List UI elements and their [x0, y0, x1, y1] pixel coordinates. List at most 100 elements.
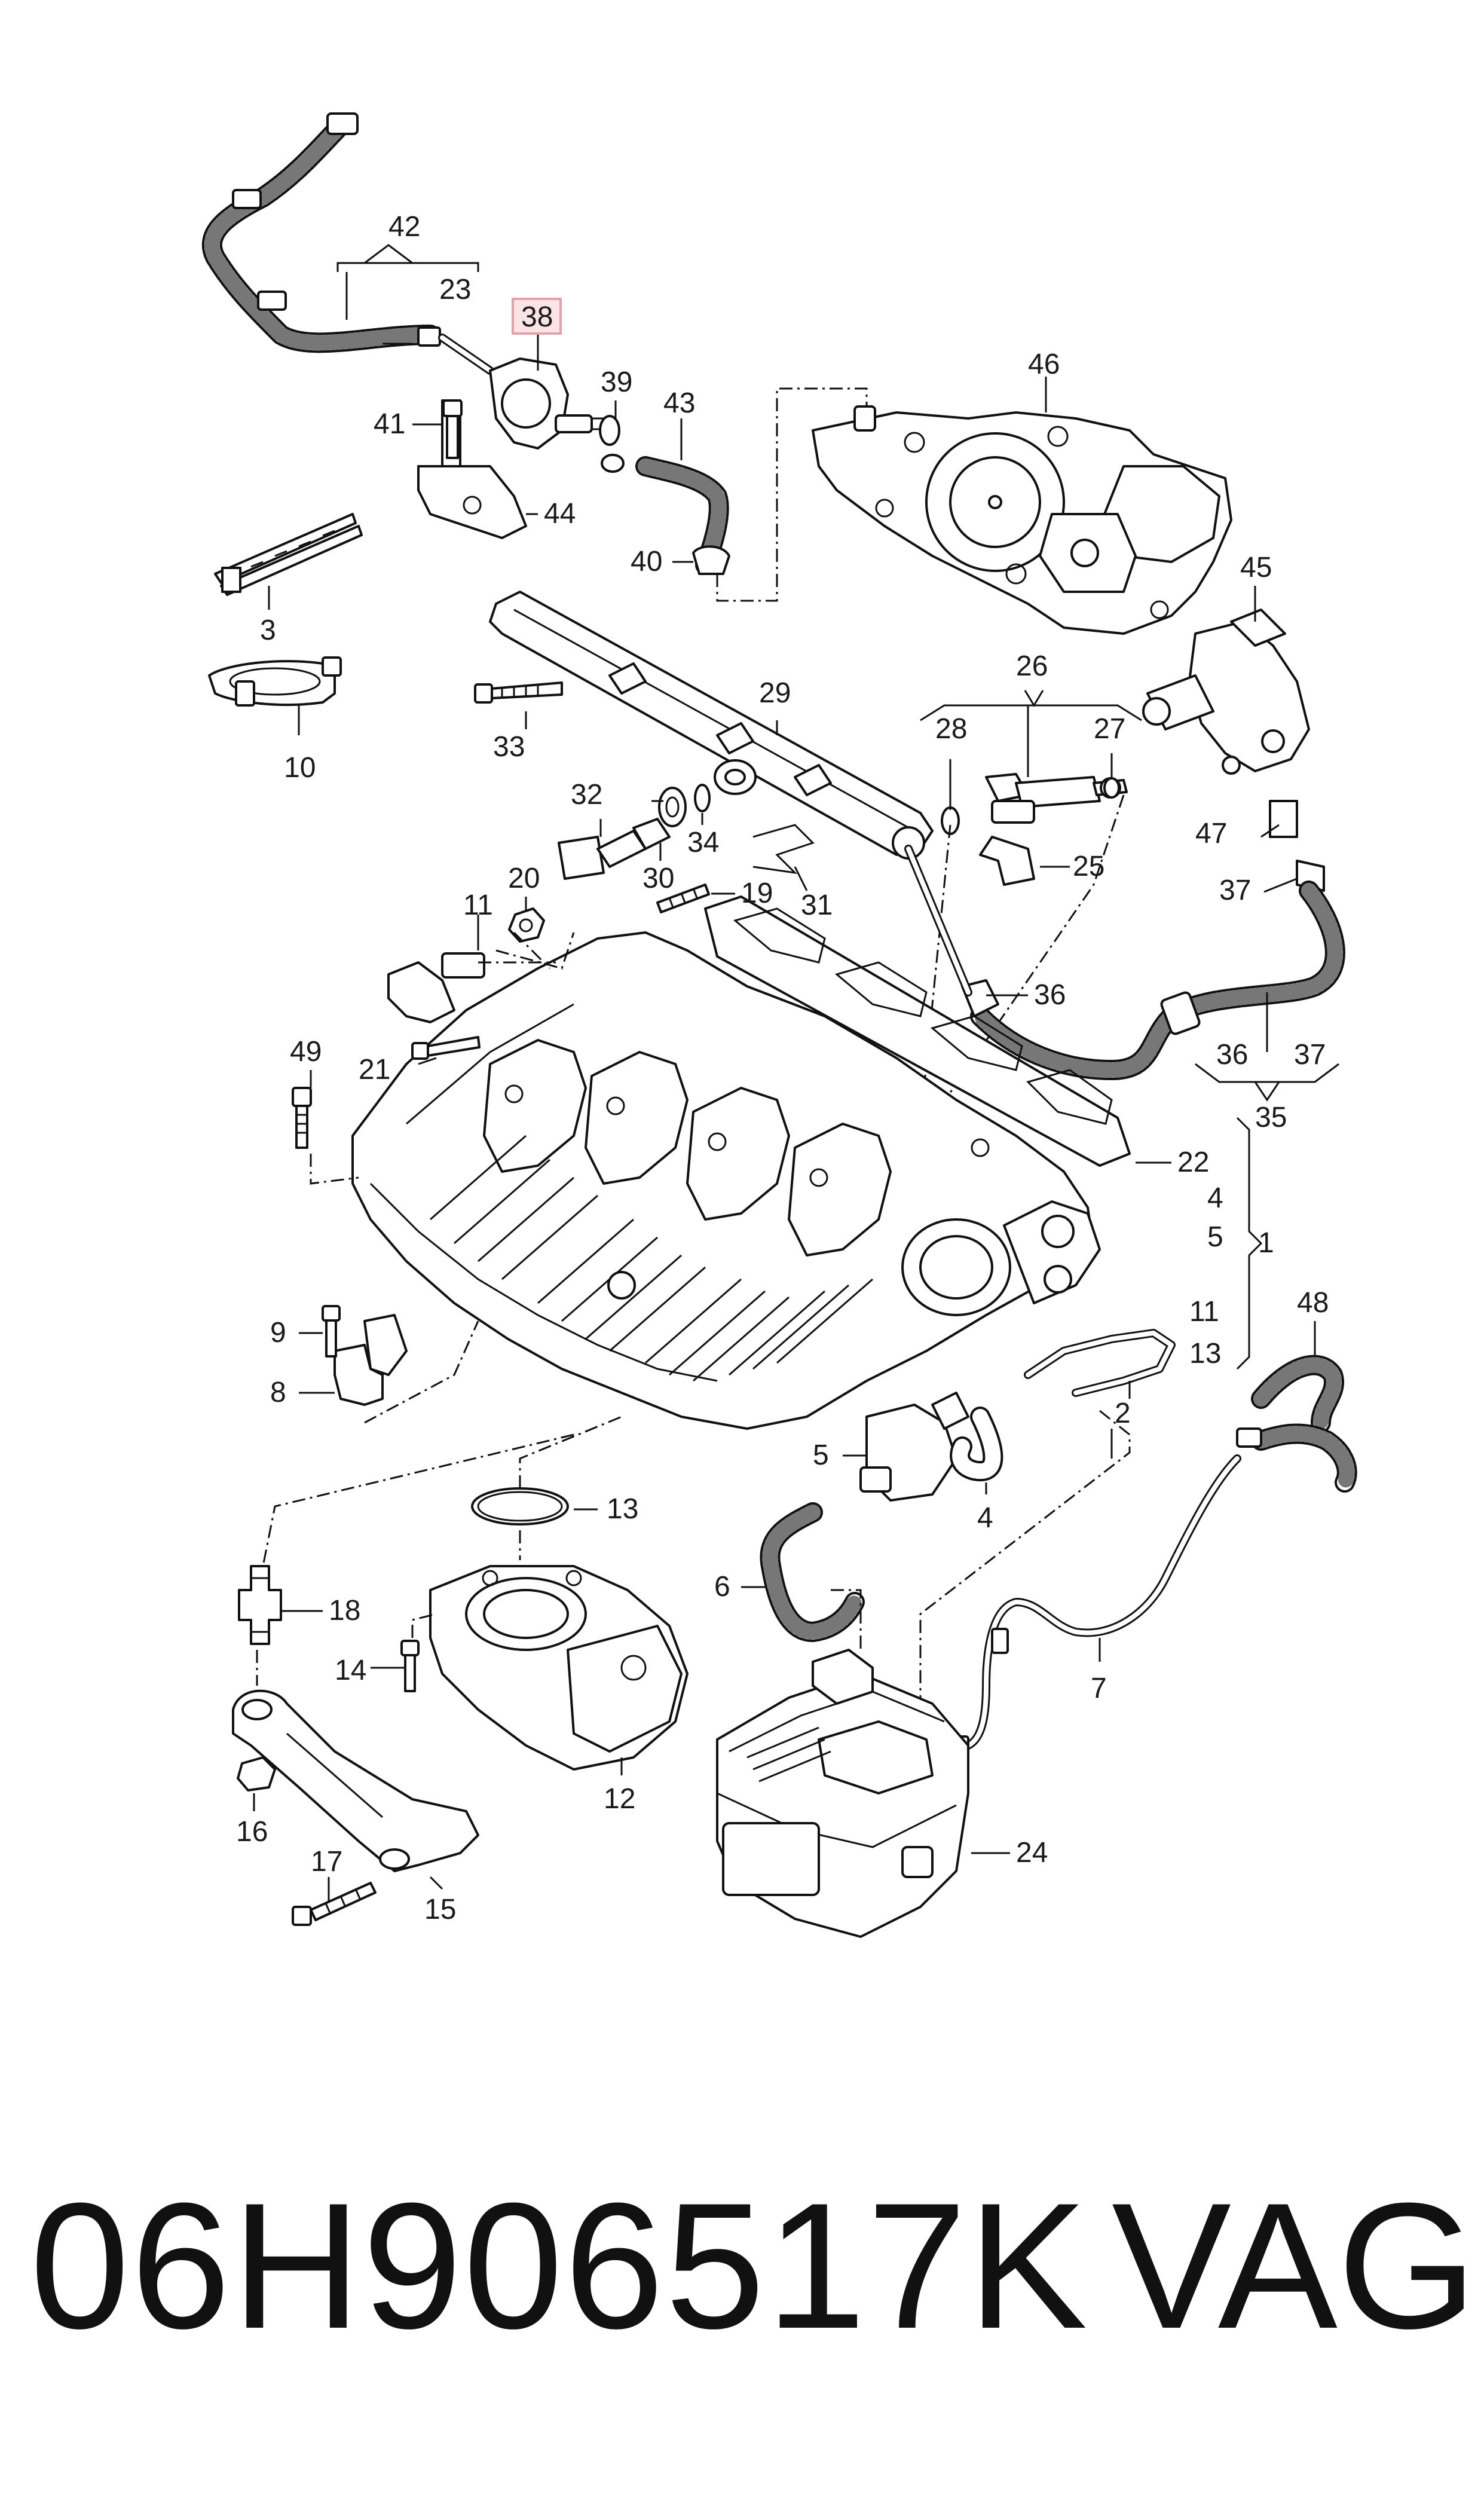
callout-13b: 13 — [1189, 1338, 1221, 1369]
callout-36b: 36 — [1216, 1039, 1248, 1071]
callout-42: 42 — [388, 211, 420, 243]
callout-labels: 1 2 3 4 4 5 5 6 7 8 9 10 11 11 12 13 13 … — [236, 211, 1329, 1925]
callout-44: 44 — [544, 498, 576, 530]
pressure-valve-38 — [489, 357, 610, 450]
callout-15: 15 — [424, 1894, 456, 1925]
callout-48: 48 — [1297, 1287, 1329, 1319]
callout-8: 8 — [270, 1377, 286, 1408]
assembly-link-18 — [262, 1433, 574, 1567]
hose-4 — [950, 1407, 1003, 1482]
stud-18 — [238, 1565, 282, 1645]
gasket-22 — [704, 895, 1131, 1167]
callout-23: 23 — [439, 274, 471, 305]
callout-34: 34 — [687, 827, 719, 858]
bracket-25 — [979, 836, 1035, 886]
callout-28: 28 — [935, 713, 967, 745]
callout-20: 20 — [508, 863, 540, 894]
callout-17: 17 — [311, 1846, 342, 1878]
callout-4b: 4 — [977, 1502, 993, 1534]
callout-9: 9 — [270, 1317, 286, 1349]
bolt-41 — [442, 399, 463, 459]
callout-18: 18 — [329, 1595, 360, 1627]
assembly-link-6 — [831, 1589, 862, 1650]
callout-32: 32 — [571, 779, 602, 811]
callout-43: 43 — [663, 387, 695, 419]
callout-19: 19 — [741, 878, 773, 909]
leader-lines — [253, 328, 1316, 1901]
callout-12: 12 — [604, 1783, 635, 1815]
callout-30: 30 — [642, 863, 674, 894]
callout-4a: 4 — [1207, 1182, 1223, 1214]
callout-26: 26 — [1016, 650, 1048, 682]
hose-2 — [1024, 1329, 1176, 1397]
bracket-35 — [1195, 992, 1339, 1102]
callout-21: 21 — [359, 1054, 390, 1086]
bolt-21 — [411, 1036, 481, 1060]
callout-13a: 13 — [607, 1493, 638, 1525]
hose-48 — [1236, 1355, 1357, 1493]
callout-39: 39 — [601, 366, 632, 398]
throttle-valve-12 — [429, 1565, 689, 1771]
callout-16: 16 — [236, 1816, 268, 1848]
oil-separator-46 — [812, 405, 1232, 635]
nut-20 — [508, 907, 545, 943]
callout-37b: 37 — [1294, 1039, 1326, 1071]
callout-24: 24 — [1016, 1837, 1048, 1869]
sensor-11 — [387, 952, 485, 1023]
callout-11a: 11 — [463, 889, 493, 921]
brand-name: VAG — [1112, 2165, 1477, 2366]
hp-pump-45 — [1142, 609, 1310, 775]
injector-link-line-2 — [919, 794, 1125, 1136]
bracket-15 — [232, 1689, 479, 1872]
bolt-33 — [474, 681, 563, 704]
sensor-8 — [333, 1314, 408, 1406]
bolt-17 — [292, 1882, 377, 1926]
assembly-link-14 — [411, 1613, 437, 1638]
pressure-sensor-32 — [558, 818, 671, 880]
callout-49: 49 — [290, 1036, 322, 1068]
bolt-49 — [292, 1087, 312, 1149]
intake-manifold-1 — [351, 931, 1095, 1430]
callout-31: 31 — [801, 889, 833, 921]
callout-38: 38 — [521, 301, 553, 333]
clip-31 — [752, 824, 815, 875]
callout-7: 7 — [1091, 1673, 1107, 1704]
throttle-body-port — [901, 1200, 1101, 1316]
bracket-42 — [336, 244, 479, 320]
callout-40: 40 — [631, 546, 662, 577]
callout-45: 45 — [1240, 552, 1272, 583]
callout-6: 6 — [714, 1571, 730, 1603]
assembly-link-20 — [478, 931, 575, 970]
callout-14: 14 — [335, 1655, 366, 1686]
bolt-9 — [322, 1305, 341, 1358]
air-filter-24 — [716, 1649, 969, 1938]
callout-47: 47 — [1195, 818, 1227, 849]
callout-25: 25 — [1073, 851, 1104, 882]
callout-37a: 37 — [1219, 875, 1251, 906]
callout-29: 29 — [759, 677, 791, 709]
seal-30 — [658, 787, 687, 827]
callout-3: 3 — [260, 615, 276, 646]
nut-16 — [237, 1756, 276, 1792]
hose-clamp-10 — [208, 656, 342, 707]
callout-2: 2 — [1115, 1398, 1131, 1429]
callout-41: 41 — [374, 408, 405, 440]
seal-34 — [694, 784, 711, 812]
callout-33: 33 — [493, 731, 525, 763]
assembly-link-8 — [364, 1320, 479, 1424]
valve-5 — [859, 1392, 969, 1502]
bolt-14 — [400, 1640, 420, 1692]
callout-5b: 5 — [813, 1439, 829, 1471]
callout-27: 27 — [1094, 713, 1125, 745]
callout-35: 35 — [1255, 1102, 1287, 1133]
seal-27 — [1103, 777, 1120, 799]
fuel-rail-29 — [489, 591, 934, 860]
assembly-link-7 — [919, 1410, 1131, 1765]
hose-6 — [760, 1502, 865, 1642]
callout-22: 22 — [1177, 1147, 1209, 1178]
highlight-box — [512, 298, 562, 335]
assembly-link-13 — [519, 1416, 622, 1488]
cable-tie-3 — [214, 513, 363, 596]
breather-hose-42 — [201, 112, 494, 375]
